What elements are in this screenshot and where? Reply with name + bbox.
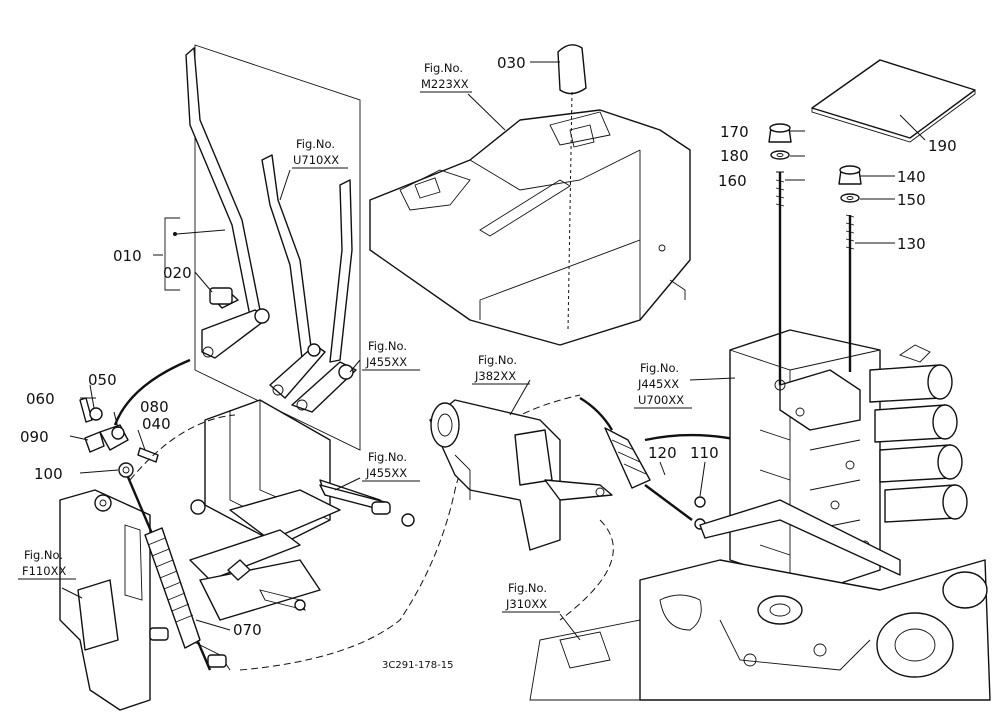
label-050: 050: [88, 371, 117, 389]
console-cover: [369, 109, 691, 346]
figref-m223[interactable]: Fig.No. M223XX: [420, 61, 472, 93]
figref-u710-code: U710XX: [293, 153, 339, 167]
figref-f110-code: F110XX: [22, 564, 66, 578]
side-plate: [59, 489, 231, 711]
label-140: 140: [897, 168, 926, 186]
figref-j445-title: Fig.No.: [640, 361, 679, 375]
figref-j445-code: J445XX: [637, 377, 679, 391]
figref-j455a-title: Fig.No.: [368, 339, 407, 353]
label-080: 080: [140, 398, 169, 416]
figref-u710[interactable]: Fig.No. U710XX: [292, 137, 348, 169]
figref-f110-title: Fig.No.: [24, 548, 63, 562]
figref-m223-code: M223XX: [421, 77, 469, 91]
washer-110: [694, 496, 706, 508]
label-100: 100: [34, 465, 63, 483]
figref-j382[interactable]: Fig.No. J382XX: [472, 353, 530, 385]
valve-block: [699, 329, 968, 591]
figref-j310[interactable]: Fig.No. J310XX: [502, 581, 560, 613]
leader-lines: [61, 61, 926, 641]
group-bracket: [164, 217, 226, 291]
dashed-route-3: [559, 519, 614, 621]
figref-j455b-code: J455XX: [365, 466, 407, 480]
cross-shaft: [319, 484, 391, 515]
figref-j455-lower[interactable]: Fig.No. J455XX: [362, 450, 420, 482]
label-060: 060: [26, 390, 55, 408]
figref-j455b-title: Fig.No.: [368, 450, 407, 464]
label-160: 160: [718, 172, 747, 190]
housing: [529, 559, 991, 701]
figref-m223-title: Fig.No.: [424, 61, 463, 75]
figref-j310-code: J310XX: [505, 597, 547, 611]
label-170: 170: [720, 123, 749, 141]
long-bolts: [775, 171, 855, 385]
manual-190: [811, 59, 976, 143]
label-090: 090: [20, 428, 49, 446]
dashed-route-1: [129, 414, 236, 481]
label-180: 180: [720, 147, 749, 165]
small-parts: [79, 397, 159, 478]
figref-j445-code2: U700XX: [638, 393, 684, 407]
figref-j445[interactable]: Fig.No. J445XX U700XX: [634, 361, 692, 409]
label-010: 010: [113, 247, 142, 265]
nuts-washers: [768, 123, 862, 203]
label-120: 120: [648, 444, 677, 462]
label-110: 110: [690, 444, 719, 462]
label-070: 070: [233, 621, 262, 639]
rod-070: [123, 469, 212, 671]
figref-j310-title: Fig.No.: [508, 581, 547, 595]
cable-bracket: [429, 399, 613, 551]
label-020: 020: [163, 264, 192, 282]
valve-spools: [869, 344, 968, 523]
figref-j455a-code: J455XX: [365, 355, 407, 369]
label-190: 190: [928, 137, 957, 155]
linkage-curve-left: [113, 358, 191, 426]
label-150: 150: [897, 191, 926, 209]
knob-030: [557, 44, 587, 331]
figref-j382-title: Fig.No.: [478, 353, 517, 367]
figref-j455-upper[interactable]: Fig.No. J455XX: [362, 339, 420, 371]
label-040: 040: [142, 415, 171, 433]
label-130: 130: [897, 235, 926, 253]
figref-f110[interactable]: Fig.No. F110XX: [18, 548, 76, 580]
lever-assembly: [185, 44, 361, 451]
label-030: 030: [497, 54, 526, 72]
figref-j382-code: J382XX: [474, 369, 516, 383]
figref-u710-title: Fig.No.: [296, 137, 335, 151]
drawing-code: 3C291-178-15: [382, 660, 453, 671]
